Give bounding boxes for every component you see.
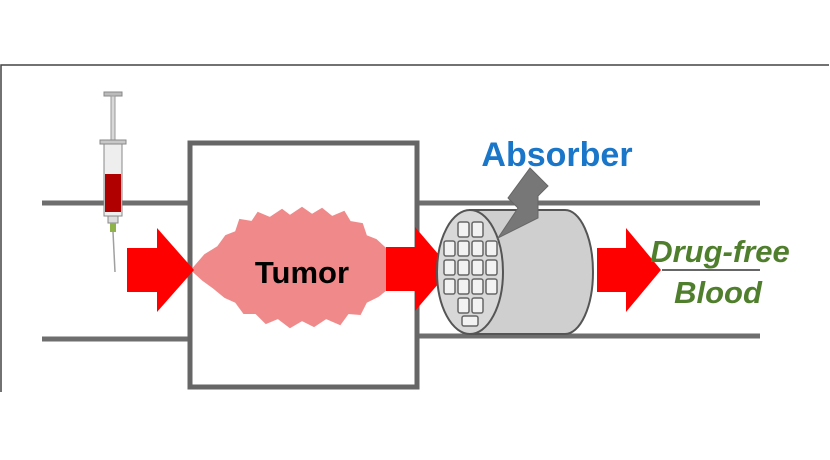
absorber-honeycomb: [443, 221, 498, 327]
flow-arrow-inlet: [127, 228, 194, 312]
vessel-walls: [42, 200, 760, 342]
syringe-blood: [105, 174, 121, 212]
absorber-body: [469, 209, 594, 335]
absorber-pointer-arrow: [496, 167, 549, 240]
outlet-label-line2: Blood: [674, 275, 763, 310]
outlet-label-line1: Drug-free: [650, 234, 790, 269]
flow-arrow-to-absorber: [386, 227, 451, 311]
absorber-label: Absorber: [481, 136, 632, 174]
flow-arrow-outlet: [597, 228, 661, 312]
syringe-icon: [99, 91, 127, 273]
canvas-border: [0, 64, 829, 392]
absorber-device-icon: [436, 209, 594, 335]
tumor-label: Tumor: [255, 255, 349, 290]
